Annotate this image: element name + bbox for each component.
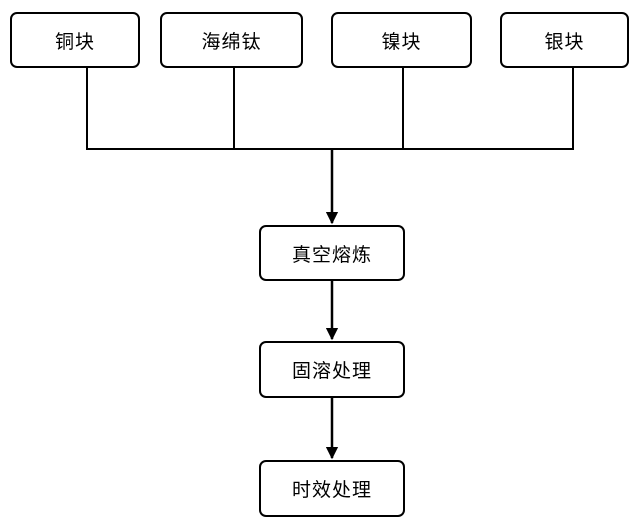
node-solution-treatment: 固溶处理	[259, 341, 405, 398]
node-vacuum-melting: 真空熔炼	[259, 225, 405, 281]
node-label: 时效处理	[292, 475, 372, 502]
node-label: 铜块	[55, 27, 95, 54]
node-aging-treatment: 时效处理	[259, 460, 405, 517]
node-label: 镍块	[381, 27, 421, 54]
node-label: 银块	[544, 27, 584, 54]
node-silver-block: 银块	[500, 12, 629, 68]
node-label: 海绵钛	[201, 27, 261, 54]
node-nickel-block: 镍块	[331, 12, 472, 68]
node-label: 真空熔炼	[292, 240, 372, 267]
node-label: 固溶处理	[292, 356, 372, 383]
node-sponge-titanium: 海绵钛	[160, 12, 303, 68]
node-copper-block: 铜块	[10, 12, 140, 68]
